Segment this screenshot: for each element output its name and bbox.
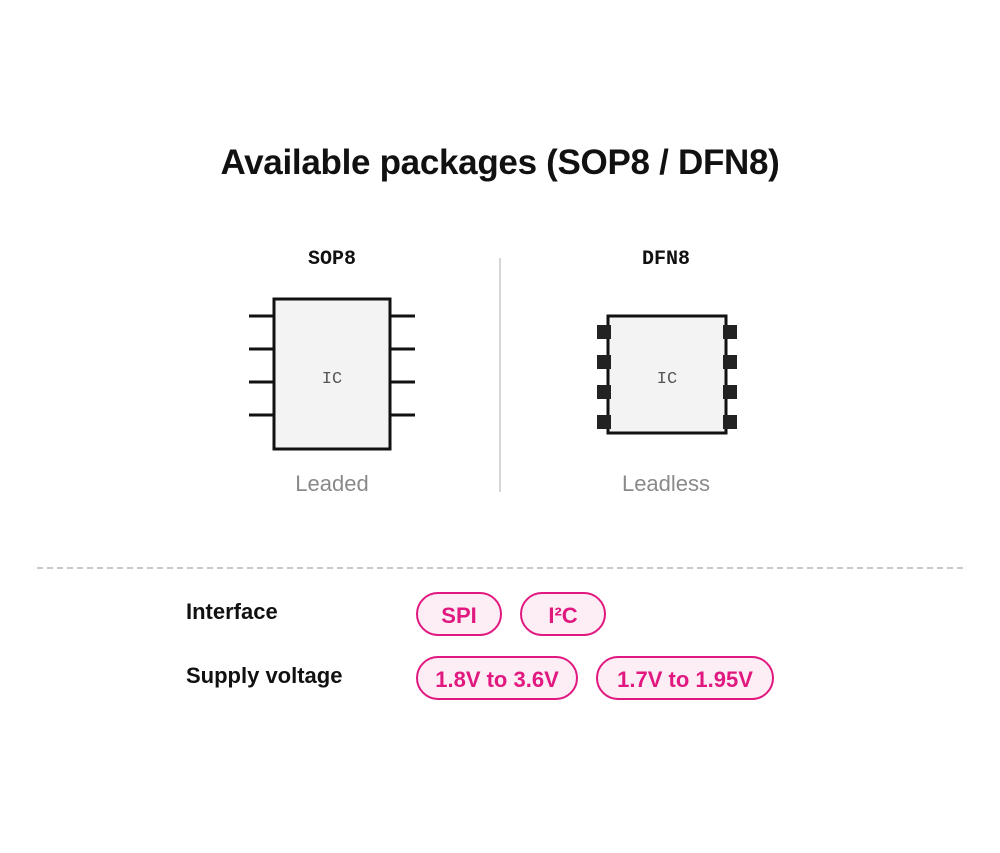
sop8-caption: Leaded	[295, 471, 369, 496]
dfn8-pad-2	[597, 355, 611, 369]
dfn8-pad-8	[723, 325, 737, 339]
dfn8-package-name: DFN8	[641, 248, 690, 271]
dfn8-pad-3	[597, 385, 611, 399]
dfn8-pad-5	[723, 415, 737, 429]
dfn8-pad-7	[723, 355, 737, 369]
sop8-chip-diagram: IC	[249, 297, 415, 451]
supply-voltage-label: Supply voltage	[186, 663, 343, 688]
sop8-chip-label: IC	[322, 370, 342, 389]
dfn8-chip-diagram: IC	[597, 314, 737, 435]
dfn8-pad-4	[597, 415, 611, 429]
interface-label: Interface	[186, 599, 278, 624]
sop8-package-name: SOP8	[307, 248, 356, 271]
dfn8-chip-label: IC	[657, 370, 677, 389]
interface-spi-pill: SPI	[416, 592, 502, 636]
dfn8-chip-body	[606, 314, 728, 435]
sop8-chip-body	[272, 297, 392, 451]
dfn8-pad-6	[723, 385, 737, 399]
dfn8-caption: Leadless	[621, 471, 711, 496]
page-title: Available packages (SOP8 / DFN8)	[220, 143, 780, 182]
supply-voltage-range-2-pill: 1.7V to 1.95V	[596, 656, 774, 700]
dfn8-pad-1	[597, 325, 611, 339]
interface-i2c-pill: I²C	[520, 592, 606, 636]
package-divider	[499, 258, 501, 492]
supply-voltage-range-1-pill: 1.8V to 3.6V	[416, 656, 578, 700]
section-divider	[37, 567, 963, 569]
